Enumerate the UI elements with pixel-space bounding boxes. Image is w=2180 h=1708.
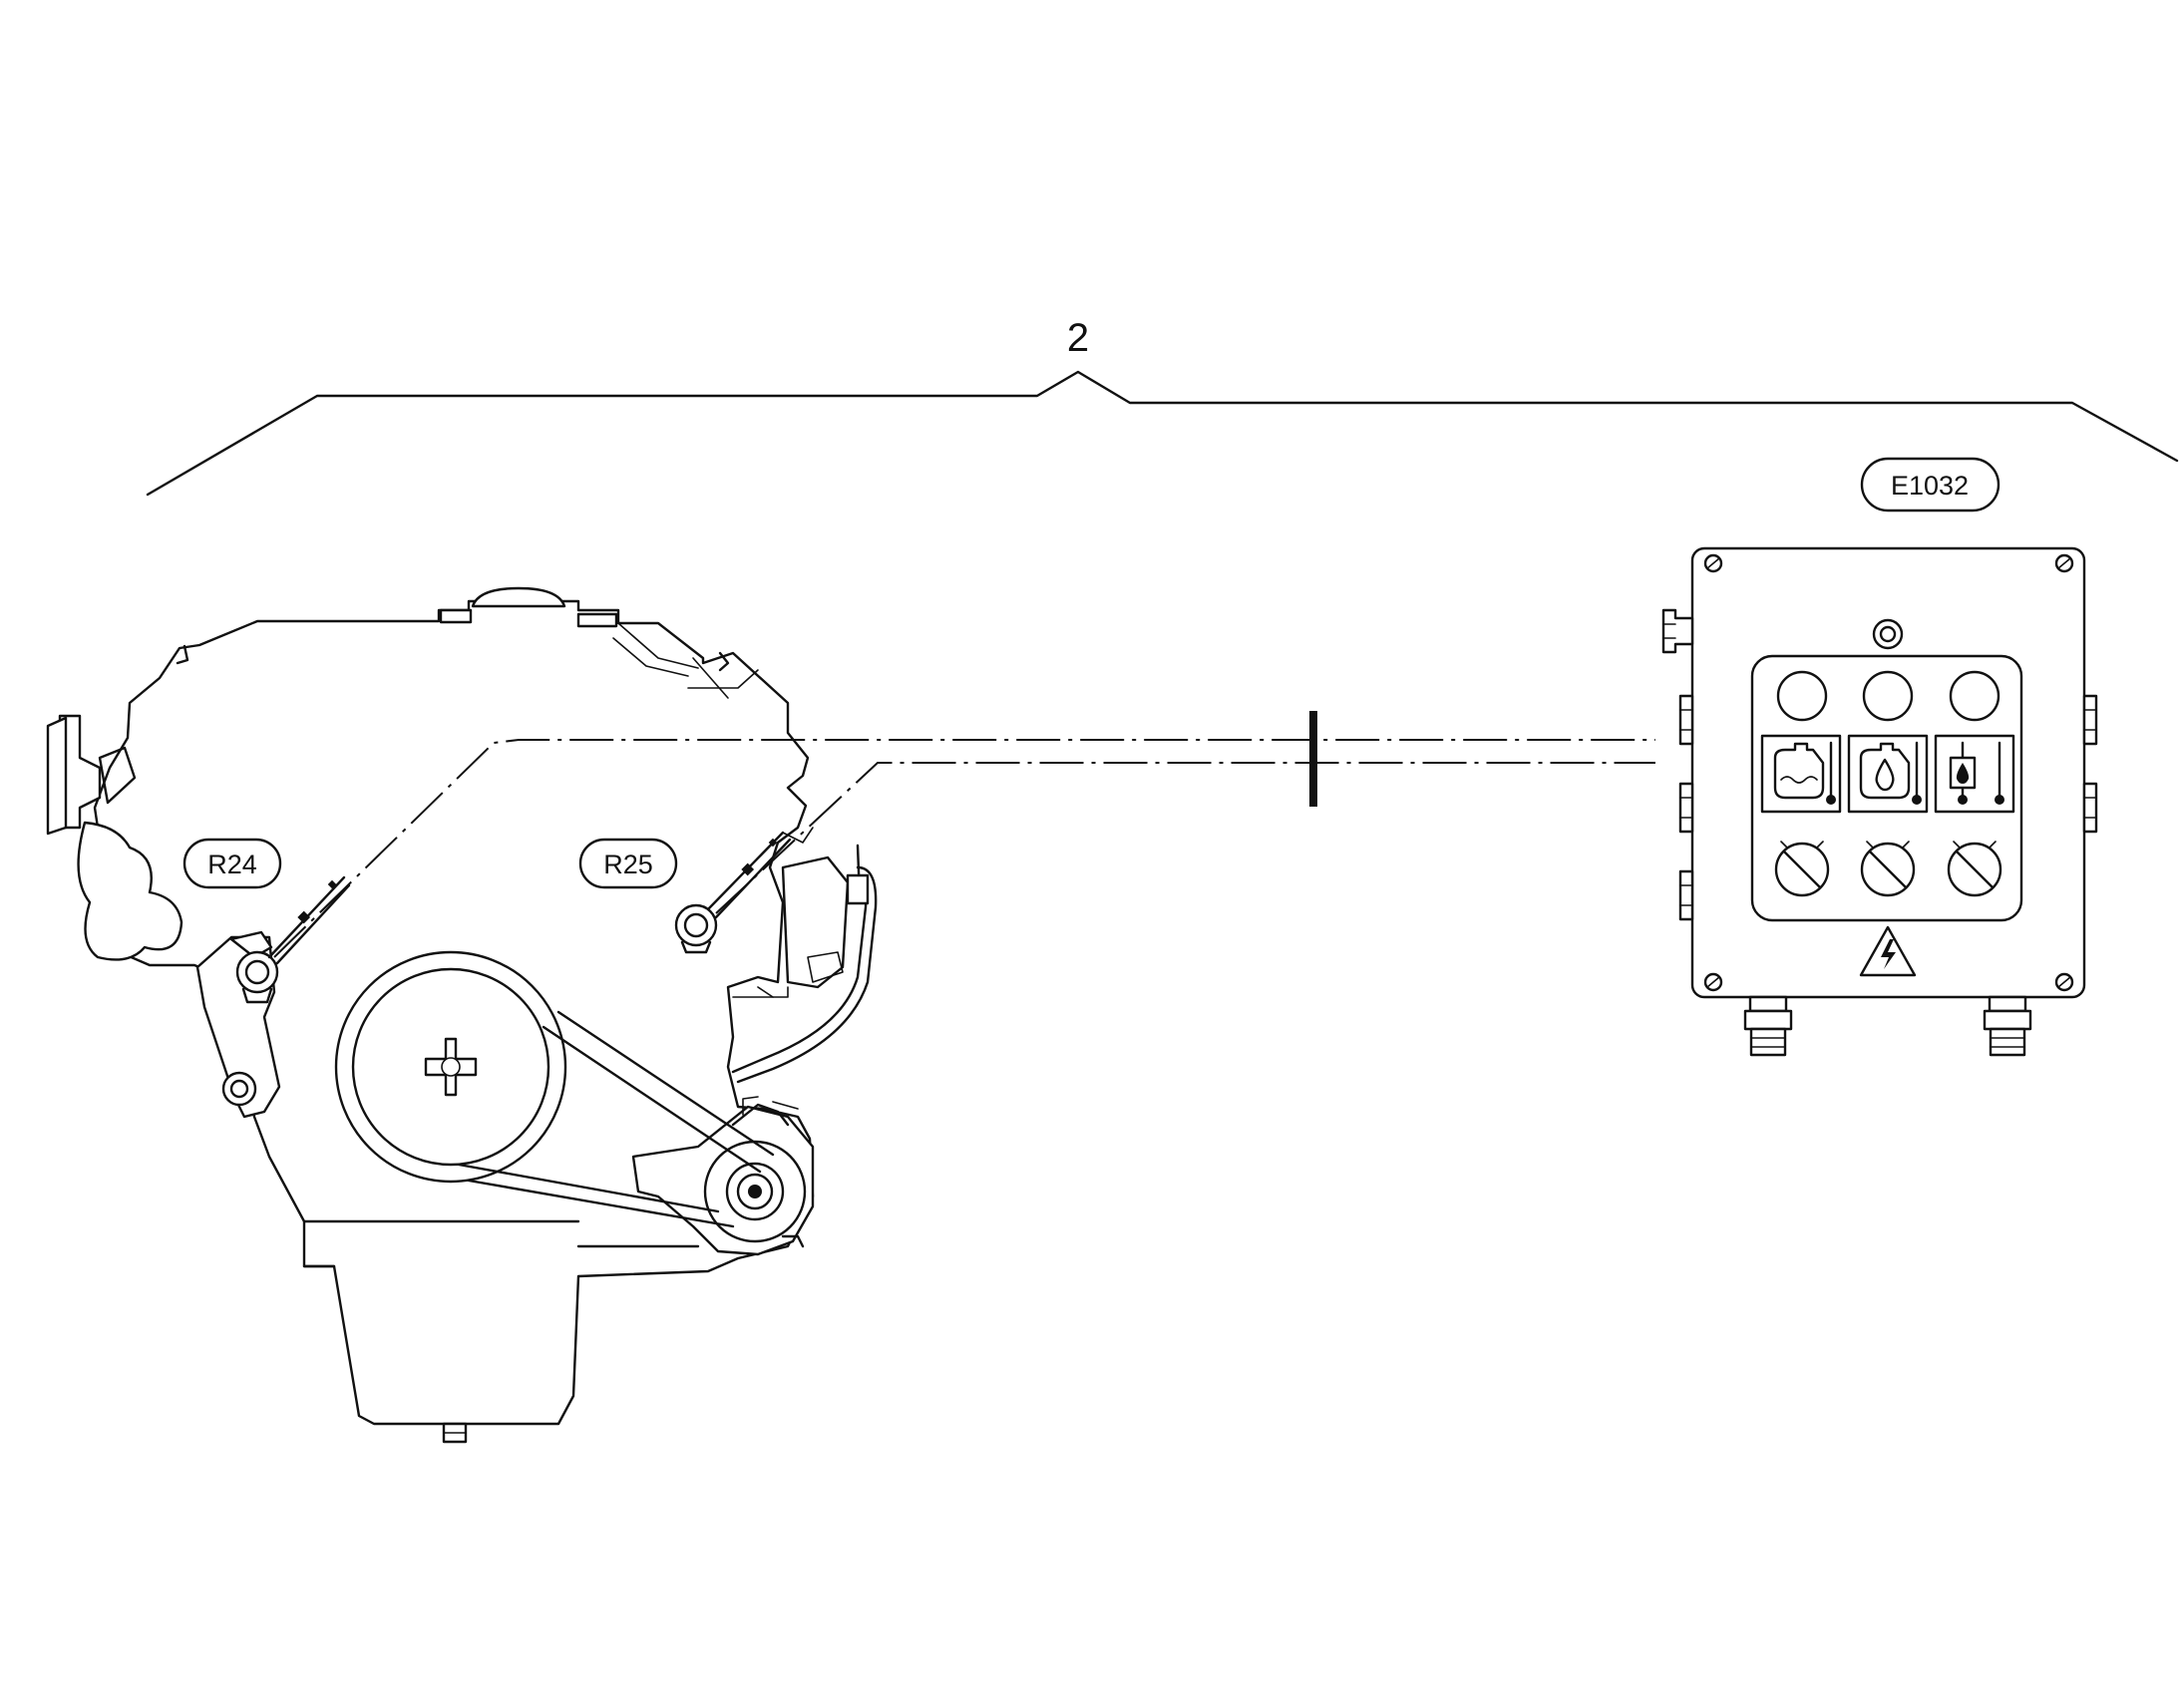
crank-pulley bbox=[334, 950, 567, 1184]
adjust-dial-1[interactable] bbox=[1774, 841, 1830, 897]
label-r25: R25 bbox=[578, 838, 678, 889]
assembly-bracket bbox=[146, 370, 2179, 497]
cable-separator bbox=[1309, 711, 1317, 807]
sensor-r24 bbox=[229, 875, 351, 1004]
bolt bbox=[221, 1071, 257, 1107]
assembly-number: 2 bbox=[1067, 316, 1089, 360]
cable-r25 bbox=[715, 762, 1655, 914]
label-r24: R24 bbox=[182, 838, 282, 889]
control-box: E1032 bbox=[1661, 457, 2098, 1057]
label-e1032: E1032 bbox=[1860, 457, 2000, 512]
oil-filler-cap bbox=[471, 586, 566, 608]
cable-harness bbox=[273, 711, 1655, 958]
adjust-dial-2[interactable] bbox=[1860, 841, 1916, 897]
label-r24-text: R24 bbox=[207, 850, 257, 879]
cable-r24 bbox=[273, 739, 1655, 958]
indicator-lamp-2 bbox=[1862, 670, 1914, 722]
label-r25-text: R25 bbox=[603, 850, 653, 879]
high-voltage-warning-icon bbox=[1859, 925, 1917, 977]
fuel-temperature-icon bbox=[1934, 734, 2015, 814]
drive-belt bbox=[457, 1010, 775, 1228]
indicator-lamp-3 bbox=[1949, 670, 2000, 722]
cable-glands bbox=[1743, 995, 2032, 1057]
engine: R24 R25 bbox=[46, 586, 878, 1444]
coolant-temperature-icon bbox=[1760, 734, 1842, 814]
alternator bbox=[631, 1096, 815, 1256]
status-lamp bbox=[1872, 618, 1904, 650]
label-e1032-text: E1032 bbox=[1891, 471, 1969, 501]
sensor-r25 bbox=[674, 827, 814, 954]
oil-temperature-icon bbox=[1847, 734, 1929, 814]
indicator-lamp-1 bbox=[1776, 670, 1828, 722]
side-connectors bbox=[1661, 608, 2098, 921]
corner-screws bbox=[1703, 553, 2074, 992]
adjust-dial-3[interactable] bbox=[1947, 841, 2002, 897]
